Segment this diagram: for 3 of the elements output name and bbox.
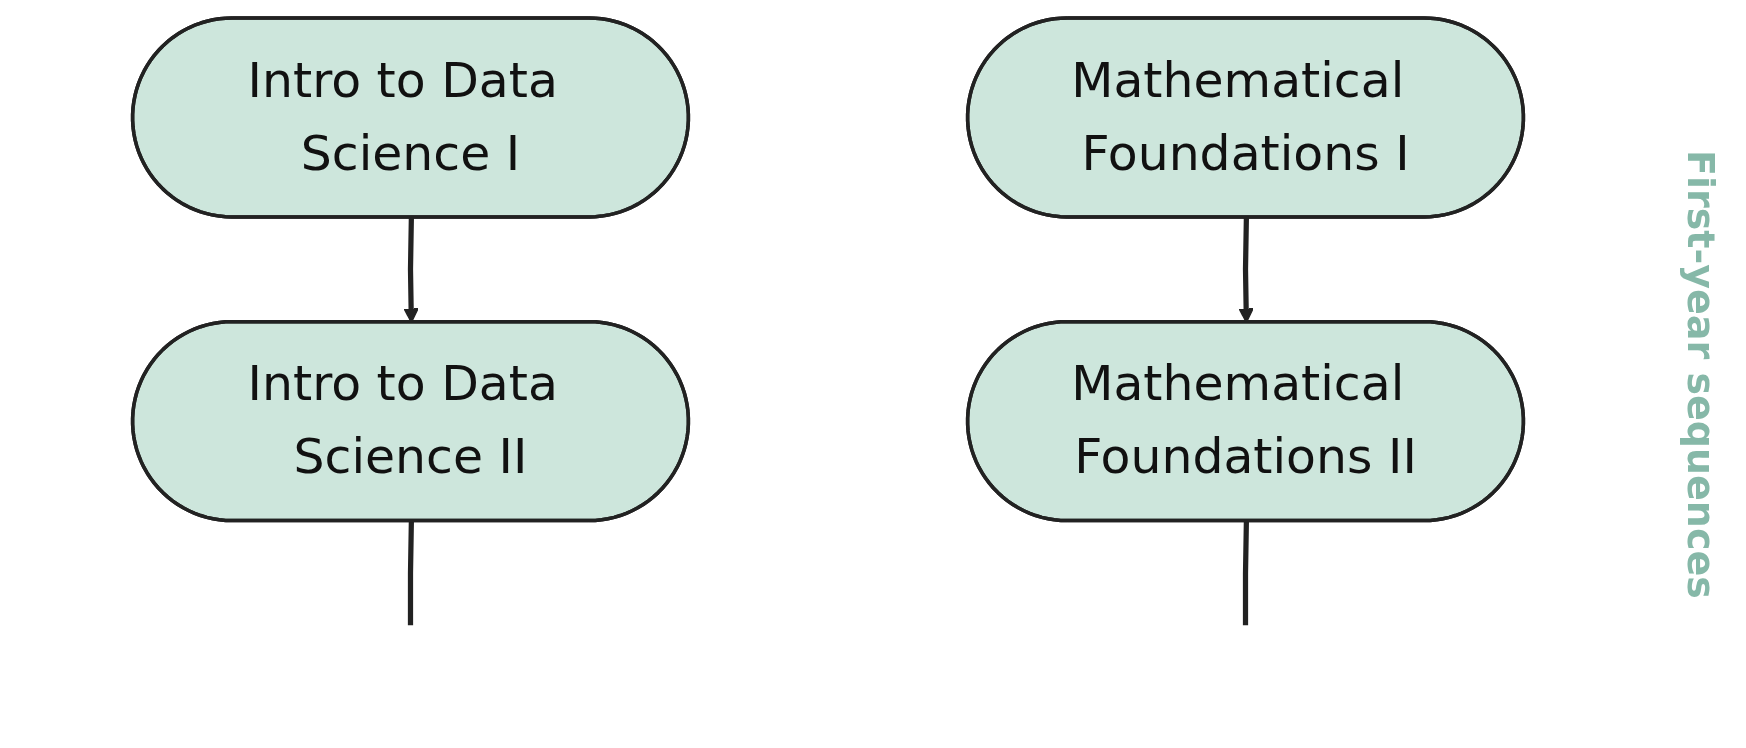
connector	[407, 521, 414, 626]
side-label: First-year sequences	[1679, 149, 1723, 599]
connector	[1242, 521, 1249, 626]
